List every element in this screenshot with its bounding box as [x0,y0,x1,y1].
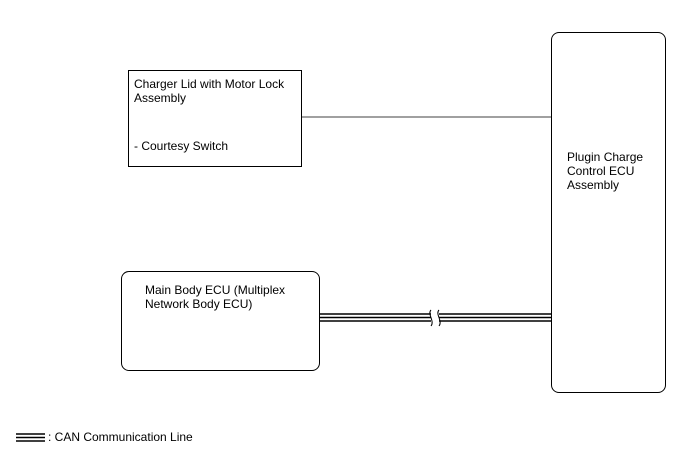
legend-label: : CAN Communication Line [48,430,193,444]
legend-can-symbol [16,433,45,442]
charger-lid-motor-lock-assembly: Charger Lid with Motor Lock Assembly - C… [128,70,302,167]
main-body-ecu-title: Main Body ECU (Multiplex Network Body EC… [145,283,286,311]
courtesy-switch-label: - Courtesy Switch [134,139,229,153]
main-body-ecu: Main Body ECU (Multiplex Network Body EC… [121,271,320,371]
line-break-mark [429,309,441,327]
can-communication-line [320,313,551,322]
plugin-charge-control-ecu: Plugin Charge Control ECU Assembly [551,32,666,393]
plugin-ecu-title: Plugin Charge Control ECU Assembly [567,150,644,192]
charger-lid-title: Charger Lid with Motor Lock Assembly [134,77,285,105]
